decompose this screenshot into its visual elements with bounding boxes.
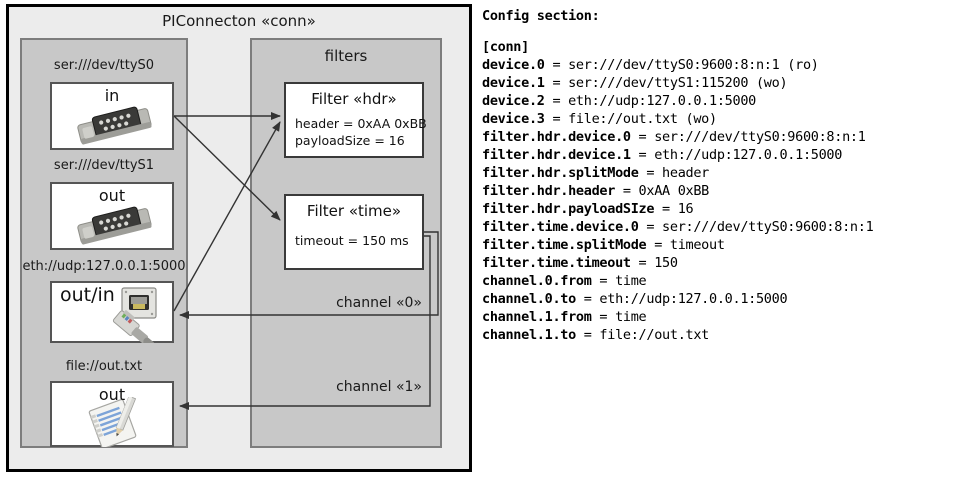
config-value: = ser:///dev/ttyS0:9600:8:n:1 (ro) [544, 57, 819, 73]
device-caption-file: file://out.txt [65, 359, 143, 374]
config-value: = time [591, 273, 647, 289]
config-line: filter.hdr.splitMode = header [482, 164, 960, 182]
config-value: = timeout [646, 237, 725, 253]
config-value: = ser:///dev/ttyS0:9600:8:n:1 [630, 129, 866, 145]
config-key: filter.hdr.device.0 [482, 129, 631, 145]
config-value: = eth://udp:127.0.0.1:5000 [575, 291, 788, 307]
config-line: channel.0.from = time [482, 272, 960, 290]
config-line: filter.hdr.device.1 = eth://udp:127.0.0.… [482, 146, 960, 164]
device-node-ttyS0[interactable]: in [50, 82, 174, 150]
filter-title: Filter «hdr» [311, 90, 397, 108]
serial-db9-connector-icon [68, 200, 164, 252]
config-key: [conn] [482, 39, 529, 55]
config-value: = time [591, 309, 647, 325]
config-key: device.1 [482, 75, 545, 91]
channel-label-0: channel «0» [336, 295, 422, 311]
channel-label-1: channel «1» [336, 379, 422, 395]
filter-attr: timeout = 150 ms [295, 233, 409, 248]
filter-title: Filter «time» [306, 202, 402, 220]
config-key: filter.hdr.device.1 [482, 147, 631, 163]
edge-eth-to-hdr [173, 121, 281, 312]
config-line: [conn] [482, 38, 960, 56]
config-line: filter.hdr.device.0 = ser:///dev/ttyS0:9… [482, 128, 960, 146]
filter-attr: payloadSize = 16 [295, 133, 405, 148]
device-node-file[interactable]: out [50, 381, 174, 449]
device-node-ttyS1[interactable]: out [50, 182, 174, 250]
config-key: device.2 [482, 93, 545, 109]
config-key: channel.1.from [482, 309, 592, 325]
config-line: filter.time.timeout = 150 [482, 254, 960, 272]
config-key: filter.time.device.0 [482, 219, 639, 235]
config-value: = ser:///dev/ttyS1:115200 (wo) [544, 75, 788, 91]
diagram-title: PIConnecton «conn» [162, 12, 316, 30]
config-key: filter.time.timeout [482, 255, 631, 271]
config-section: Config section: [conn]device.0 = ser:///… [482, 8, 960, 344]
config-line: channel.1.from = time [482, 308, 960, 326]
config-key: device.0 [482, 57, 545, 73]
text-file-edit-icon [82, 395, 148, 451]
edge-channel0-time-to-eth [179, 231, 439, 319]
diagram-edges [173, 112, 439, 410]
device-caption-ttyS0: ser:///dev/ttyS0 [53, 58, 155, 73]
config-line: filter.hdr.header = 0xAA 0xBB [482, 182, 960, 200]
ethernet-rj45-icon [100, 285, 172, 349]
filters-group-title: filters [324, 47, 368, 65]
config-value: = eth://udp:127.0.0.1:5000 [630, 147, 843, 163]
config-line: channel.1.to = file://out.txt [482, 326, 960, 344]
config-line: device.3 = file://out.txt (wo) [482, 110, 960, 128]
config-line: filter.time.device.0 = ser:///dev/ttyS0:… [482, 218, 960, 236]
config-value: = 150 [630, 255, 678, 271]
filter-attributes: timeout = 150 ms [295, 232, 409, 249]
config-text: [conn]device.0 = ser:///dev/ttyS0:9600:8… [482, 38, 960, 344]
config-key: filter.time.splitMode [482, 237, 647, 253]
config-key: filter.hdr.splitMode [482, 165, 639, 181]
config-line: device.1 = ser:///dev/ttyS1:115200 (wo) [482, 74, 960, 92]
config-heading: Config section: [482, 8, 600, 24]
filter-node-hdr[interactable]: Filter «hdr» header = 0xAA 0xBB payloadS… [284, 82, 427, 158]
config-value: = header [638, 165, 710, 181]
config-key: channel.0.from [482, 273, 592, 289]
config-line: channel.0.to = eth://udp:127.0.0.1:5000 [482, 290, 960, 308]
config-line: filter.time.splitMode = timeout [482, 236, 960, 254]
config-value: = 0xAA 0xBB [615, 183, 710, 199]
edge-channel1-time-to-file [179, 235, 431, 410]
filter-attr: header = 0xAA 0xBB [295, 116, 427, 131]
filter-node-time[interactable]: Filter «time» timeout = 150 ms [284, 194, 424, 270]
serial-db9-connector-icon [68, 100, 164, 152]
config-line: device.2 = eth://udp:127.0.0.1:5000 [482, 92, 960, 110]
config-key: channel.0.to [482, 291, 576, 307]
edge-ttyS0-to-time [173, 115, 281, 221]
filter-attributes: header = 0xAA 0xBB payloadSize = 16 [295, 115, 427, 149]
config-key: filter.hdr.payloadSIze [482, 201, 655, 217]
config-value: = eth://udp:127.0.0.1:5000 [544, 93, 756, 109]
config-line: device.0 = ser:///dev/ttyS0:9600:8:n:1 (… [482, 56, 960, 74]
config-line: filter.hdr.payloadSIze = 16 [482, 200, 960, 218]
device-caption-ttyS1: ser:///dev/ttyS1 [53, 158, 155, 173]
config-value: = file://out.txt [575, 327, 710, 343]
config-key: filter.hdr.header [482, 183, 616, 199]
config-value: = 16 [654, 201, 694, 217]
device-caption-eth: eth://udp:127.0.0.1:5000 [22, 259, 186, 274]
connector-diagram: PIConnecton «conn» ser:///dev/ttyS0 in [6, 4, 472, 472]
config-key: device.3 [482, 111, 545, 127]
config-value: = file://out.txt (wo) [544, 111, 717, 127]
config-key: channel.1.to [482, 327, 576, 343]
config-value: = ser:///dev/ttyS0:9600:8:n:1 [638, 219, 874, 235]
